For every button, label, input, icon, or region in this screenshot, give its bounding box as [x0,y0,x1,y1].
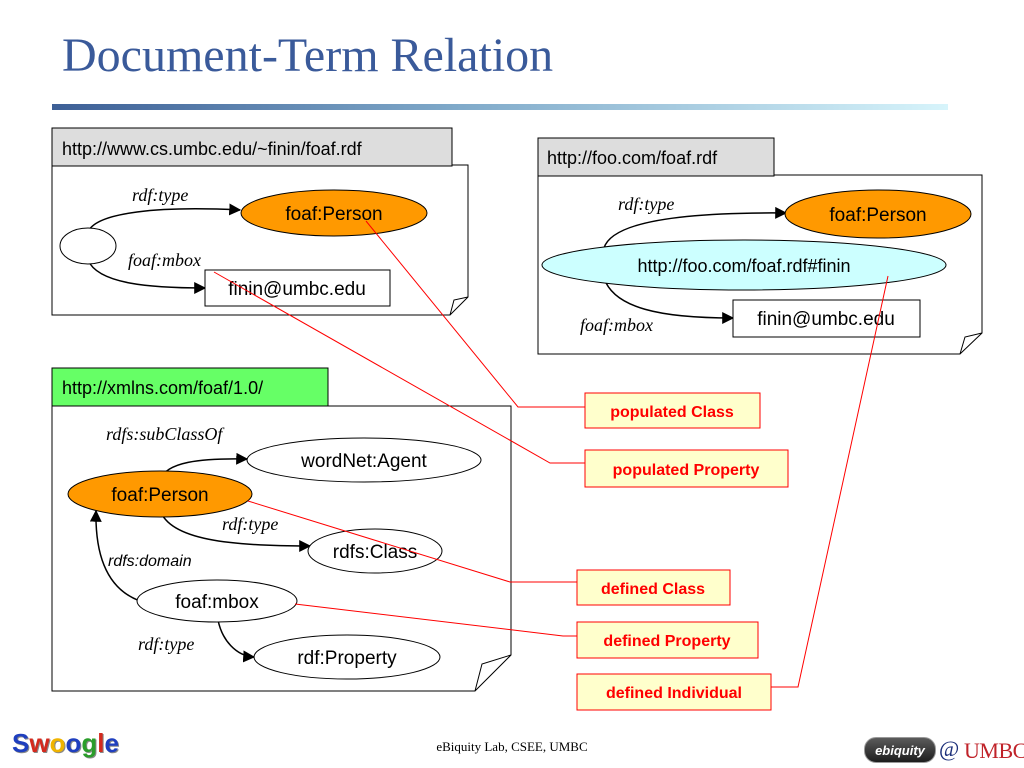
edge-label-rdf-type-1: rdf:type [222,514,278,534]
doc-url-box [51,127,453,167]
node-wordnet-agent [246,437,482,483]
edge-rdf-type-2 [217,619,256,663]
doc-url-box [537,137,775,177]
edge-label-foaf-mbox: foaf:mbox [580,315,653,335]
swoogle-letter: o [65,728,82,758]
node-subject [541,239,947,291]
edge-label-subclassof: rdfs:subClassOf [106,424,225,444]
document-finin: http://www.cs.umbc.edu/~finin/foaf.rdf r… [51,127,469,316]
node-foaf-person [784,189,972,239]
at-sign: @ [939,736,960,761]
label-box-defined-class [576,569,731,606]
ebiquity-logo: ebiquity [864,737,936,763]
node-mbox-value-label: finin@umbc.edu [228,279,366,300]
swoogle-letter: S [12,728,30,758]
edge-label-rdf-type: rdf:type [618,194,674,214]
blank-node [59,227,117,265]
edge-label-rdf-type: rdf:type [132,185,188,205]
swoogle-letter: o [49,728,66,758]
node-rdfs-class [307,528,443,574]
edge-label-rdfs-domain: rdfs:domain [108,553,192,570]
node-rdf-property [253,634,441,680]
umbc-logo: UMBC [964,738,1024,763]
doc-page-fold [474,654,512,692]
slide-title: Document-Term Relation [62,29,554,82]
node-foaf-person-label: foaf:Person [285,204,382,225]
node-wordnet-agent-label: wordNet:Agent [300,451,427,472]
node-rdfs-class-label: rdfs:Class [333,542,417,563]
document-ontology: http://xmlns.com/foaf/1.0/ rdfs:subClass… [51,367,512,692]
edge-rdf-type [87,203,242,233]
node-foaf-person [67,470,253,518]
node-foaf-person [240,189,428,237]
edge-label-foaf-mbox: foaf:mbox [128,250,201,270]
label-defined-property: defined Property [603,633,730,650]
label-populated-class: populated Class [610,404,734,421]
edge-rdf-type-1 [159,509,312,552]
footer-credit: eBiquity Lab, CSEE, UMBC [436,739,588,754]
doc-url: http://foo.com/foaf.rdf [547,148,718,168]
doc-url: http://www.cs.umbc.edu/~finin/foaf.rdf [62,139,363,159]
node-mbox-value-label: finin@umbc.edu [757,309,895,330]
swoogle-letter: e [104,728,119,758]
title-underline [52,104,948,110]
connector-defined-class [247,500,577,583]
swoogle-logo: Swoogle [12,728,119,759]
label-populated-property: populated Property [613,462,760,479]
swoogle-letter: w [29,728,50,758]
document-foo: http://foo.com/foaf.rdf rdf:type foaf:mb… [537,137,983,355]
label-box-populated-property [584,449,789,488]
label-box-populated-class [584,392,761,429]
node-subject-label: http://foo.com/foaf.rdf#finin [637,256,850,276]
edge-foaf-mbox [87,259,207,294]
edge-label-rdf-type-2: rdf:type [138,634,194,654]
edge-foaf-mbox [603,277,735,324]
node-mbox-value [204,269,391,307]
label-box-defined-property [576,621,759,659]
doc-url-box [51,367,329,407]
connector-populated-property [213,271,585,464]
node-foaf-mbox [136,579,298,623]
label-box-defined-individual [576,673,772,711]
doc-page-fold [959,332,983,355]
connector-defined-property [294,603,577,637]
connector-defined-individual [771,275,889,688]
node-foaf-person-label: foaf:Person [829,205,926,226]
swoogle-letter: g [81,728,98,758]
doc-page-fold [449,296,469,316]
edge-rdf-type [603,206,788,249]
edge-rdfs-domain [89,509,141,602]
relation-connectors [213,220,889,688]
connector-populated-class [365,220,585,408]
node-mbox-value [732,299,921,338]
label-defined-class: defined Class [601,581,705,598]
relation-labels: populated Class populated Property defin… [576,392,789,711]
node-rdf-property-label: rdf:Property [297,648,397,669]
node-foaf-mbox-label: foaf:mbox [175,592,259,613]
label-defined-individual: defined Individual [606,685,742,702]
swoogle-letter: l [97,728,105,758]
node-foaf-person-label: foaf:Person [111,485,208,506]
doc-url: http://xmlns.com/foaf/1.0/ [62,378,263,398]
